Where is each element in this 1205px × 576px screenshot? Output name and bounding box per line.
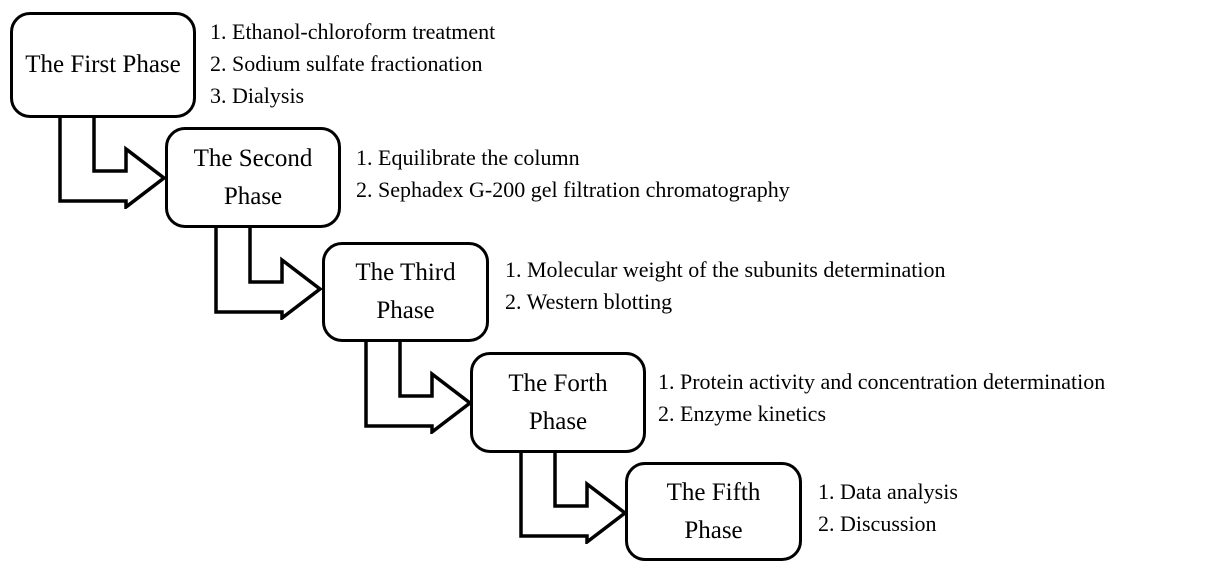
phase-steps-third: 1. Molecular weight of the subunits dete… [505, 254, 946, 318]
phase-box-fifth: The Fifth Phase [625, 462, 802, 561]
phase-box-third: The Third Phase [322, 242, 489, 342]
phase-title-first: The First Phase [25, 51, 181, 78]
phase-title-third: The Third Phase [355, 259, 456, 324]
phase-title-fifth: The Fifth Phase [666, 478, 761, 544]
phase-box-second: The Second Phase [165, 127, 341, 228]
phase-steps-second: 1. Equilibrate the column 2. Sephadex G-… [356, 142, 790, 206]
step-item: 1. Protein activity and concentration de… [658, 369, 1106, 394]
step-item: 2. Discussion [818, 511, 937, 536]
phase-steps-first: 1. Ethanol-chloroform treatment 2. Sodiu… [210, 16, 495, 112]
bent-arrow-connector-3 [364, 338, 473, 434]
phase-box-first: The First Phase [10, 12, 196, 118]
phase-steps-fifth: 1. Data analysis 2. Discussion [818, 476, 958, 540]
step-item: 1. Molecular weight of the subunits dete… [505, 257, 946, 282]
step-item: 1. Ethanol-chloroform treatment [210, 19, 496, 44]
phase-title-forth: The Forth Phase [508, 369, 608, 435]
phase-steps-forth: 1. Protein activity and concentration de… [658, 366, 1105, 430]
phase-box-forth: The Forth Phase [470, 352, 646, 453]
step-item: 2. Sodium sulfate fractionation [210, 51, 483, 76]
step-item: 1. Data analysis [818, 479, 958, 504]
bent-arrow-connector-2 [214, 224, 323, 320]
bent-arrow-connector-4 [519, 448, 628, 544]
phase-title-second: The Second Phase [193, 144, 313, 210]
bent-arrow-connector-1 [58, 113, 167, 209]
step-item: 1. Equilibrate the column [356, 145, 580, 170]
step-item: 3. Dialysis [210, 83, 305, 108]
step-item: 2. Enzyme kinetics [658, 401, 827, 426]
step-item: 2. Western blotting [505, 289, 673, 314]
step-item: 2. Sephadex G-200 gel filtration chromat… [356, 177, 790, 202]
